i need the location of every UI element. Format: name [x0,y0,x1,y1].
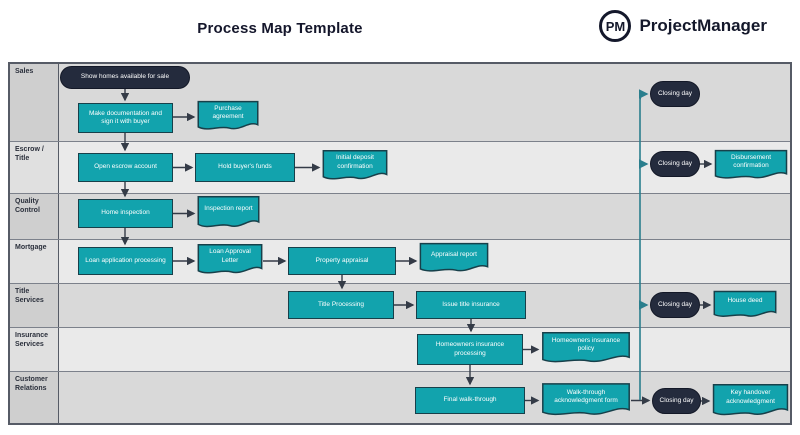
start-terminal: Show homes available for sale [60,66,190,89]
document-shape: Appraisal report [419,242,489,275]
process-step: Make documentation and sign it with buye… [78,103,173,133]
document-shape: Loan Approval Letter [197,243,263,277]
pm-logo-icon: PM [599,10,632,42]
process-step: Final walk-through [415,387,525,414]
document-shape: Walk-through acknowledgment form [541,382,631,419]
closing-day-terminal: Closing day [650,292,700,318]
process-step: Open escrow account [78,153,173,182]
brand-logo: PM ProjectManager [599,10,767,42]
process-step: Property appraisal [288,247,396,275]
closing-day-terminal: Closing day [650,151,700,177]
document-shape: Initial deposit confirmation [322,149,388,183]
process-step: Issue title insurance [416,291,526,319]
closing-day-terminal: Closing day [652,388,701,414]
document-shape: Homeowners insurance policy [541,331,631,366]
lane-label: Mortgage [10,240,59,283]
lane-label: Insurance Services [10,328,59,371]
process-step: Home inspection [78,199,173,228]
process-step: Hold buyer's funds [195,153,295,182]
lane-insurance-services: Insurance Services [10,328,790,372]
page-title: Process Map Template [197,20,363,37]
brand-name: ProjectManager [639,16,767,35]
document-shape: Inspection report [197,195,260,231]
document-shape: Key handover acknowledgment [712,383,789,419]
process-step: Title Processing [288,291,394,319]
closing-day-terminal: Closing day [650,81,700,107]
lane-label: Title Services [10,284,59,327]
lane-quality-control: Quality Control [10,194,790,240]
document-shape: Purchase agreement [197,100,259,133]
document-shape: Disbursement confirmation [714,149,788,182]
lane-label: Customer Relations [10,372,59,423]
lane-label: Escrow / Title [10,142,59,193]
lane-label: Quality Control [10,194,59,239]
process-step: Homeowners insurance processing [417,334,523,365]
document-shape: House deed [713,290,777,320]
lane-label: Sales [10,64,59,141]
process-step: Loan application processing [78,247,173,275]
